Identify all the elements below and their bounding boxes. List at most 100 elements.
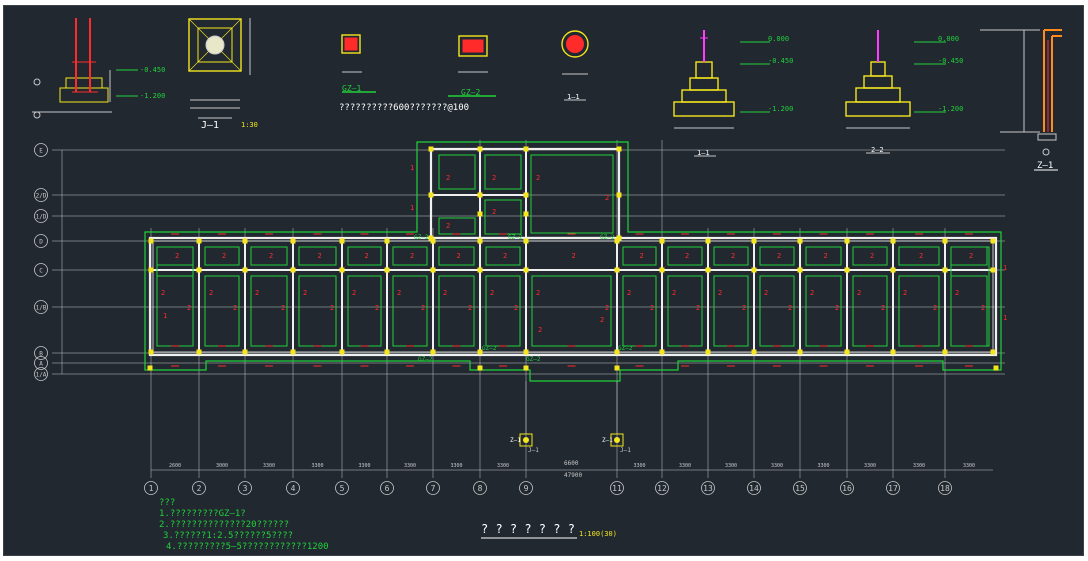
detail-gz2: GZ—2 xyxy=(448,35,496,97)
beam-outline xyxy=(531,275,612,347)
detail-title: Z—1 xyxy=(1037,161,1053,171)
grid-bubble xyxy=(34,367,48,381)
elevation-label: 0.000 xyxy=(938,35,959,43)
detail-round-column: 1—1 xyxy=(561,30,589,101)
rebar-mark: 2 xyxy=(503,252,507,260)
column-marker xyxy=(614,365,620,371)
detail-z1: Z—1 xyxy=(980,29,1062,171)
dimension-text: 3300 xyxy=(864,463,876,469)
beam-outline xyxy=(530,154,614,234)
rebar-mark: 2 xyxy=(492,174,496,182)
column-marker xyxy=(614,238,620,244)
detail-section-1-1: 0.000 -0.450 -1.200 1—1 xyxy=(673,30,793,157)
column-tag: GZ—2 xyxy=(482,345,497,352)
rebar-mark: 2 xyxy=(640,252,644,260)
grid-bubble xyxy=(840,481,854,495)
column-tag: GZ—2 xyxy=(508,234,523,241)
plan-labels: GZ—2 GZ—2 GZ—2 GZ—2 GZ—2 GZ—2 GZ—2 Z—1 Z… xyxy=(414,234,633,479)
elevation-label: -0.450 xyxy=(140,66,165,74)
column-marker xyxy=(890,238,896,244)
column-marker xyxy=(339,349,345,355)
column-marker xyxy=(616,235,622,241)
column-marker xyxy=(942,349,948,355)
beam-outline xyxy=(438,217,476,235)
grid-bubble xyxy=(938,481,952,495)
rebar-mark: 2 xyxy=(881,304,885,312)
title-scale: 1:100(30) xyxy=(579,530,617,538)
rebar-mark: 2 xyxy=(446,174,450,182)
wall-line xyxy=(152,240,994,353)
column-marker xyxy=(751,349,757,355)
drawing-frame xyxy=(3,5,1084,556)
rebar-mark: 1 xyxy=(410,204,414,212)
rebar-mark: 2 xyxy=(468,304,472,312)
rebar-mark: 2 xyxy=(161,289,165,297)
grid-bubble xyxy=(380,481,394,495)
beam-outline xyxy=(392,246,428,266)
beam-outline xyxy=(898,246,940,266)
grid-label: 1 xyxy=(149,484,154,493)
column-marker xyxy=(384,238,390,244)
rebar-mark: 2 xyxy=(870,252,874,260)
grid-label: 13 xyxy=(703,484,713,493)
column-marker xyxy=(523,211,529,217)
grid-bubble xyxy=(34,300,48,314)
dimension-text: 3300 xyxy=(913,463,925,469)
notes-heading: ??? xyxy=(159,498,175,508)
beam-outline xyxy=(438,154,476,190)
rebar-mark: 2 xyxy=(933,304,937,312)
grid-bubble xyxy=(34,188,48,202)
footing-tag: Z—1 xyxy=(602,437,613,444)
detail-title: J—1 xyxy=(201,120,219,131)
column-marker xyxy=(523,365,529,371)
grid-bubble xyxy=(34,263,48,277)
grid-label: 7 xyxy=(431,484,436,493)
grid-label: 14 xyxy=(749,484,759,493)
column-marker xyxy=(890,349,896,355)
grid-bubble xyxy=(335,481,349,495)
dimension-text: 3000 xyxy=(216,463,228,469)
dimension-text: 2600 xyxy=(169,463,181,469)
elevation-label: -0.450 xyxy=(768,57,793,65)
grid-label: 4 xyxy=(291,484,296,493)
column-marker xyxy=(614,349,620,355)
rebar-mark: 2 xyxy=(969,252,973,260)
column-marker xyxy=(523,146,529,152)
column-marker xyxy=(477,211,483,217)
grid-label: 17 xyxy=(888,484,898,493)
column-marker xyxy=(751,238,757,244)
beam-outline xyxy=(622,246,657,266)
column-marker xyxy=(384,349,390,355)
rebar-mark: 2 xyxy=(365,252,369,260)
footing-tag: J—1 xyxy=(620,447,631,454)
rebar-mark: 2 xyxy=(536,289,540,297)
rebar-mark: 2 xyxy=(903,289,907,297)
column-marker xyxy=(428,235,434,241)
rebar-mark: 2 xyxy=(255,289,259,297)
dimension-text: 3300 xyxy=(404,463,416,469)
rebar-mark: 2 xyxy=(572,252,576,260)
rebar-mark: 2 xyxy=(672,289,676,297)
column-marker xyxy=(659,238,665,244)
beam-outline xyxy=(485,246,521,266)
rebar-mark: 2 xyxy=(446,222,450,230)
rebar-mark: 2 xyxy=(209,289,213,297)
beam-outline xyxy=(759,246,795,266)
beam-outline xyxy=(438,246,475,266)
rebar-mark: 2 xyxy=(443,289,447,297)
rebar-mark: 2 xyxy=(514,304,518,312)
column-marker xyxy=(990,238,996,244)
column-marker xyxy=(196,349,202,355)
column-marker xyxy=(659,349,665,355)
rebar-mark: 2 xyxy=(981,304,985,312)
grid-bubble xyxy=(473,481,487,495)
detail-title: GZ—2 xyxy=(461,88,480,97)
elevation-label: -1.200 xyxy=(938,105,963,113)
grid-bubble xyxy=(793,481,807,495)
column-marker xyxy=(148,238,154,244)
beam-outline xyxy=(298,246,337,266)
grid-label: E xyxy=(39,148,43,155)
detail-title: 1—1 xyxy=(567,93,580,101)
rebar-mark: 2 xyxy=(175,252,179,260)
elevation-label: 0.000 xyxy=(768,35,789,43)
